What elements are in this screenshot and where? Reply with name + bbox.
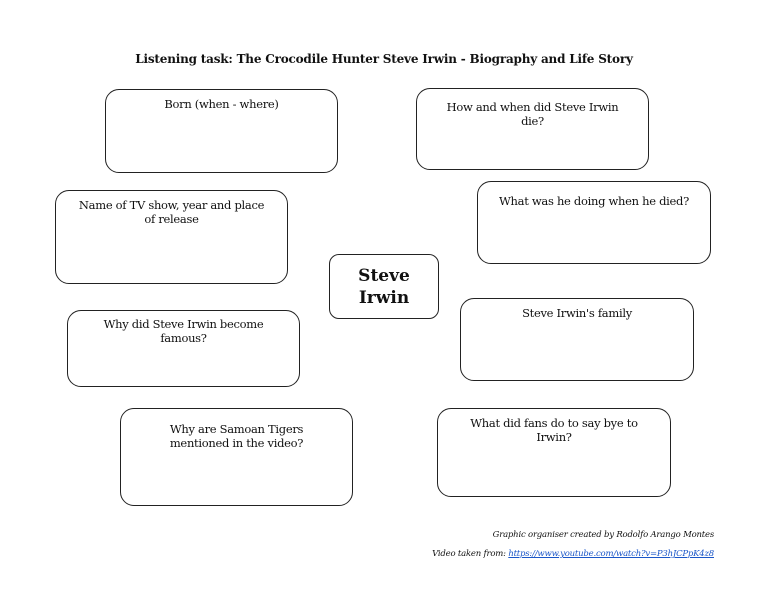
box-die[interactable]: How and when did Steve Irwin die? bbox=[416, 88, 649, 170]
box-family-label: Steve Irwin's family bbox=[522, 306, 632, 320]
page-title: Listening task: The Crocodile Hunter Ste… bbox=[135, 52, 633, 66]
credit-line: Graphic organiser created by Rodolfo Ara… bbox=[492, 530, 715, 540]
box-doing-label: What was he doing when he died? bbox=[499, 194, 689, 208]
box-doing[interactable]: What was he doing when he died? bbox=[477, 181, 711, 264]
video-source-line: Video taken from: https://www.youtube.co… bbox=[432, 549, 714, 559]
video-link[interactable]: https://www.youtube.com/watch?v=P3hJCPpK… bbox=[508, 549, 714, 559]
box-born[interactable]: Born (when - where) bbox=[105, 89, 338, 173]
box-famous[interactable]: Why did Steve Irwin become famous? bbox=[67, 310, 300, 387]
box-family[interactable]: Steve Irwin's family bbox=[460, 298, 694, 381]
credit-created-by: Graphic organiser created by Rodolfo Ara… bbox=[492, 530, 715, 540]
box-fans-label: What did fans do to say bye to Irwin? bbox=[470, 416, 638, 444]
box-samoan[interactable]: Why are Samoan Tigers mentioned in the v… bbox=[120, 408, 353, 506]
center-topic-label: Steve Irwin bbox=[358, 265, 410, 308]
box-samoan-label: Why are Samoan Tigers mentioned in the v… bbox=[169, 422, 304, 450]
box-born-label: Born (when - where) bbox=[164, 97, 279, 111]
center-topic-box: Steve Irwin bbox=[329, 254, 439, 319]
video-source-label: Video taken from: bbox=[432, 549, 506, 559]
box-tv-show-label: Name of TV show, year and place of relea… bbox=[78, 198, 265, 226]
box-fans[interactable]: What did fans do to say bye to Irwin? bbox=[437, 408, 671, 497]
box-famous-label: Why did Steve Irwin become famous? bbox=[103, 317, 264, 345]
box-die-label: How and when did Steve Irwin die? bbox=[446, 100, 619, 128]
box-tv-show[interactable]: Name of TV show, year and place of relea… bbox=[55, 190, 288, 284]
